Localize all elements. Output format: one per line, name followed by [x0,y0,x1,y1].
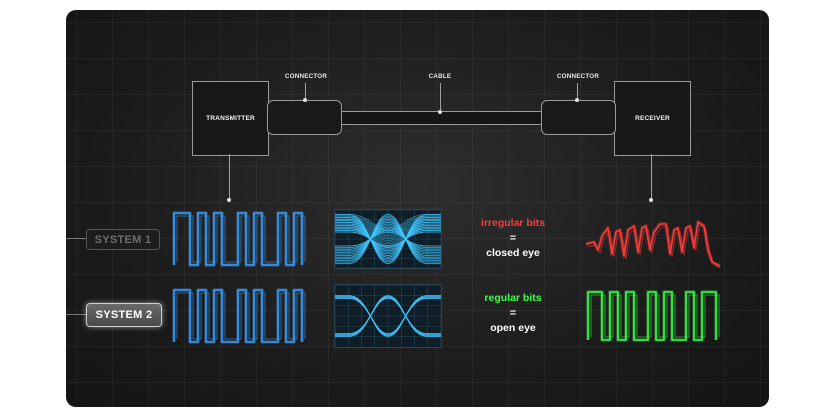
cable-leader [440,83,441,112]
system1-result-text: irregular bits = closed eye [453,216,573,261]
system1-result-line2: = [509,232,517,244]
system2-leader [66,314,86,315]
system1-eye-diagram [334,209,442,269]
system2-badge: SYSTEM 2 [86,303,162,327]
system2-eye-trace [335,285,441,347]
system1-result-line1: irregular bits [480,217,546,229]
connector-right-leader [577,83,578,100]
system2-result-text: regular bits = open eye [453,291,573,336]
transmitter-block: TRANSMITTER [192,81,269,156]
connector-right [541,100,616,135]
system1-result-line3: closed eye [486,247,540,259]
system2-result-line2: = [509,307,517,319]
connector-left-leader [305,83,306,100]
connector-right-label: CONNECTOR [556,73,600,80]
system2-tx-trace [173,289,303,343]
connector-left-dot [303,98,307,102]
system2-result-line3: open eye [490,322,536,334]
system1-eye-trace [335,210,441,268]
receiver-label: RECEIVER [635,115,670,122]
cable-label: CABLE [428,73,452,80]
receiver-block: RECEIVER [614,81,691,156]
cable-dot [438,110,442,114]
system1-leader [66,238,86,239]
transmitter-drop-line [229,154,230,200]
connector-right-dot [575,98,579,102]
system1-label: SYSTEM 1 [94,233,152,246]
system2-transmitted-waveform [172,288,306,344]
cable-line [338,111,546,125]
system2-label: SYSTEM 2 [95,309,153,321]
system2-eye-diagram [334,284,442,348]
system2-rx-trace [587,291,717,341]
receiver-drop-dot [649,198,653,202]
system1-rx-trace [586,221,721,267]
system1-badge: SYSTEM 1 [86,229,160,250]
connector-left [267,100,342,135]
system1-transmitted-waveform [172,211,306,267]
system2-result-line1: regular bits [484,292,542,304]
transmitter-drop-dot [227,198,231,202]
system2-received-waveform [586,290,720,342]
diagram-panel: TRANSMITTER RECEIVER CONNECTOR CABLE CON… [66,10,769,407]
transmitter-label: TRANSMITTER [206,115,255,122]
system1-received-waveform [586,220,721,268]
system1-tx-trace [173,212,303,266]
receiver-drop-line [651,154,652,200]
connector-left-label: CONNECTOR [284,73,328,80]
